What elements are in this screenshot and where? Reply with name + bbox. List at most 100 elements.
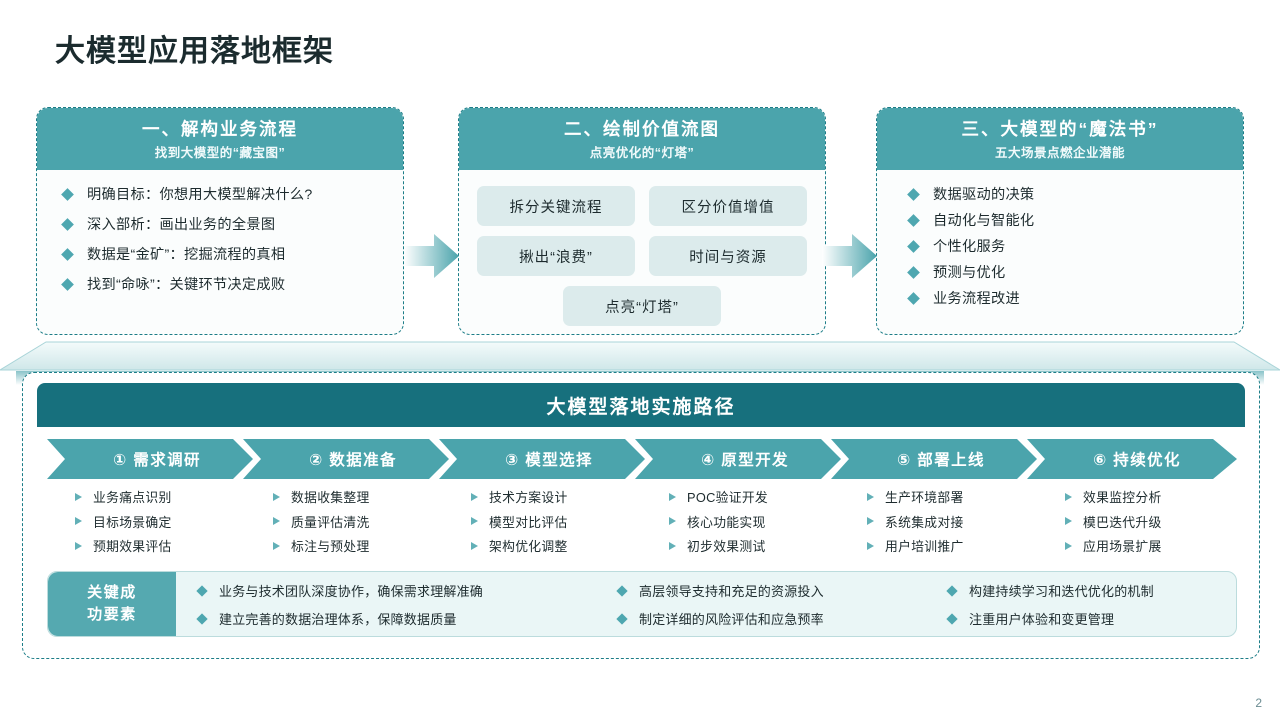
arrow-bullet-icon: [471, 541, 478, 550]
diamond-bullet-icon: [61, 187, 74, 201]
arrow-bullet-icon: [273, 517, 280, 525]
ksf-col-3: 构建持续学习和迭代优化的机制 注重用户体验和变更管理: [926, 581, 1236, 636]
step-shape-4: [635, 439, 841, 479]
chip-time-and-resource[interactable]: 时间与资源: [649, 236, 807, 276]
arrow-bullet-icon: [1065, 541, 1072, 550]
ksf-label-line-1: 关键成: [87, 584, 137, 602]
card-3-subtitle: 五大场景点燃企业潜能: [994, 146, 1125, 161]
diamond-bullet-icon: [946, 584, 958, 597]
step-detail-col-3: 技术方案设计 模型对比评估 架构优化调整: [445, 487, 643, 557]
arrow-bullet-icon: [75, 492, 82, 501]
card-3-bullet-list: 数据驱动的决策 自动化与智能化 个性化服务 预测与优化 业务流程改进: [877, 184, 1243, 308]
list-item: 标注与预处理: [273, 536, 445, 555]
arrow-bullet-icon: [669, 517, 676, 525]
detail-text: 应用场景扩展: [1083, 539, 1162, 554]
diamond-bullet-icon: [196, 612, 208, 625]
card-3-header: 三、大模型的“魔法书” 五大场景点燃企业潜能: [877, 108, 1243, 170]
diamond-bullet-icon: [196, 584, 208, 597]
chip-distinguish-value-add[interactable]: 区分价值增值: [649, 186, 807, 226]
list-item: 自动化与智能化: [907, 210, 1243, 230]
detail-text: 技术方案设计: [489, 490, 568, 505]
ksf-label-line-2: 功要素: [87, 606, 137, 623]
arrow-bullet-icon: [273, 541, 280, 550]
diamond-bullet-icon: [946, 612, 958, 625]
arrow-bullet-icon: [669, 541, 676, 550]
detail-text: 预期效果评估: [93, 539, 172, 554]
ksf-col-1: 业务与技术团队深度协作，确保需求理解准确 建立完善的数据治理体系，保障数据质量: [176, 581, 596, 636]
list-item: 数据驱动的决策: [907, 184, 1243, 204]
arrow-bullet-icon: [75, 517, 82, 525]
flow-arrow-1-icon: [404, 233, 460, 279]
bullet-text: 预测与优化: [933, 265, 1006, 281]
card-value-stream-map[interactable]: 二、绘制价值流图 点亮优化的“灯塔” 拆分关键流程 区分价值增值 揪出“浪费” …: [458, 107, 826, 335]
arrow-bullet-icon: [867, 541, 874, 550]
list-item: 应用场景扩展: [1065, 536, 1237, 555]
ksf-text: 业务与技术团队深度协作，确保需求理解准确: [219, 584, 484, 599]
card-2-header: 二、绘制价值流图 点亮优化的“灯塔”: [459, 108, 825, 170]
ksf-text: 注重用户体验和变更管理: [969, 612, 1115, 627]
step-shape-2: [243, 439, 449, 479]
bullet-text: 个性化服务: [933, 239, 1006, 255]
card-deconstruct-process[interactable]: 一、解构业务流程 找到大模型的“藏宝图” 明确目标：你想用大模型解决什么? 深入…: [36, 107, 404, 335]
chip-find-waste[interactable]: 揪出“浪费”: [477, 236, 635, 276]
list-item: 用户培训推广: [867, 536, 1039, 555]
step-details: 业务痛点识别 目标场景确定 预期效果评估 数据收集整理 质量评估清洗 标注与预处…: [49, 487, 1239, 557]
chip-row: 点亮“灯塔”: [477, 286, 807, 326]
card-1-subtitle: 找到大模型的“藏宝图”: [154, 146, 286, 161]
list-item: 明确目标：你想用大模型解决什么?: [61, 184, 403, 204]
diamond-bullet-icon: [61, 277, 74, 291]
ksf-columns: 业务与技术团队深度协作，确保需求理解准确 建立完善的数据治理体系，保障数据质量 …: [176, 572, 1236, 636]
diamond-bullet-icon: [907, 187, 920, 201]
step-shape-6: [1027, 439, 1237, 479]
diamond-bullet-icon: [61, 217, 74, 231]
step-detail-col-5: 生产环境部署 系统集成对接 用户培训推广: [841, 487, 1039, 557]
ksf-text: 建立完善的数据治理体系，保障数据质量: [219, 612, 457, 627]
detail-text: 效果监控分析: [1083, 490, 1162, 505]
arrow-bullet-icon: [471, 517, 478, 525]
chip-row: 揪出“浪费” 时间与资源: [477, 236, 807, 276]
chip-split-key-process[interactable]: 拆分关键流程: [477, 186, 635, 226]
step-shape-1: [47, 439, 253, 479]
framework-cards: 一、解构业务流程 找到大模型的“藏宝图” 明确目标：你想用大模型解决什么? 深入…: [0, 107, 1280, 337]
arrow-bullet-icon: [669, 492, 676, 501]
list-item: 业务流程改进: [907, 288, 1243, 308]
chip-row: 拆分关键流程 区分价值增值: [477, 186, 807, 226]
step-shape-3: [439, 439, 645, 479]
diamond-bullet-icon: [907, 291, 920, 305]
list-item: 目标场景确定: [75, 512, 247, 531]
card-2-body: 拆分关键流程 区分价值增值 揪出“浪费” 时间与资源 点亮“灯塔”: [459, 170, 825, 334]
bullet-text: 自动化与智能化: [933, 213, 1035, 229]
step-shape-5: [831, 439, 1037, 479]
ksf-text: 构建持续学习和迭代优化的机制: [969, 584, 1154, 599]
detail-text: 业务痛点识别: [93, 490, 172, 505]
arrow-bullet-icon: [867, 517, 874, 525]
list-item: 模巴迭代升级: [1065, 512, 1237, 531]
bullet-text: 业务流程改进: [933, 291, 1020, 307]
diamond-bullet-icon: [907, 239, 920, 253]
detail-text: 生产环境部署: [885, 490, 964, 505]
detail-text: 目标场景确定: [93, 514, 172, 530]
chip-light-the-beacon[interactable]: 点亮“灯塔”: [563, 286, 721, 326]
arrow-bullet-icon: [273, 492, 280, 501]
list-item: 构建持续学习和迭代优化的机制: [946, 581, 1236, 600]
list-item: 生产环境部署: [867, 487, 1039, 506]
step-detail-col-6: 效果监控分析 模巴迭代升级 应用场景扩展: [1039, 487, 1237, 557]
arrow-bullet-icon: [1065, 492, 1072, 501]
card-llm-magic-book[interactable]: 三、大模型的“魔法书” 五大场景点燃企业潜能 数据驱动的决策 自动化与智能化 个…: [876, 107, 1244, 335]
diamond-bullet-icon: [907, 213, 920, 227]
detail-text: POC验证开发: [687, 490, 769, 505]
list-item: 个性化服务: [907, 236, 1243, 256]
list-item: 数据是“金矿”：挖掘流程的真相: [61, 244, 403, 264]
card-2-title: 二、绘制价值流图: [564, 118, 720, 139]
bullet-text: 数据是“金矿”：挖掘流程的真相: [87, 247, 286, 263]
card-1-bullet-list: 明确目标：你想用大模型解决什么? 深入部析：画出业务的全景图 数据是“金矿”：挖…: [37, 184, 403, 294]
card-1-header: 一、解构业务流程 找到大模型的“藏宝图”: [37, 108, 403, 170]
implementation-path-panel: 大模型落地实施路径 ① 需求调研 ② 数据准备 ③ 模型选择 ④ 原型开发: [22, 372, 1260, 659]
step-detail-col-4: POC验证开发 核心功能实现 初步效果测试: [643, 487, 841, 557]
arrow-bullet-icon: [1065, 517, 1072, 525]
detail-text: 用户培训推广: [885, 539, 964, 554]
arrow-bullet-icon: [75, 541, 82, 550]
diamond-bullet-icon: [61, 247, 74, 261]
bullet-text: 数据驱动的决策: [933, 187, 1035, 203]
